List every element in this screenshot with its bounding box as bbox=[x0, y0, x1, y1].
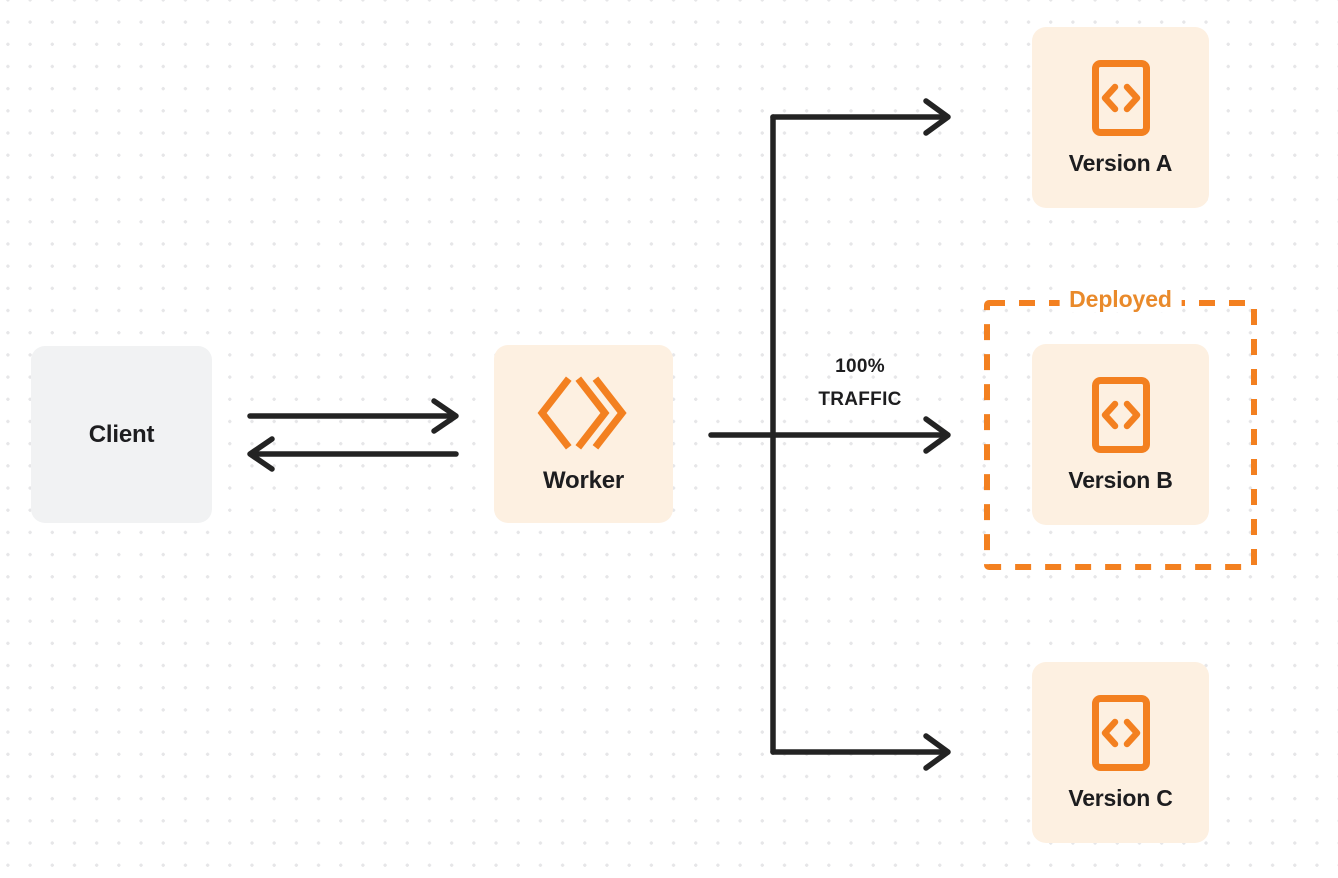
node-version-b[interactable]: Version B bbox=[1032, 344, 1209, 525]
arrow-worker-to-version-c bbox=[770, 733, 951, 771]
traffic-percent-value: 100% bbox=[835, 356, 885, 377]
traffic-percentage-label: 100% TRAFFIC bbox=[790, 350, 930, 416]
cloudflare-workers-logo-icon bbox=[536, 373, 632, 453]
node-client[interactable]: Client bbox=[31, 346, 212, 523]
arrow-worker-to-version-b bbox=[708, 416, 951, 454]
node-version-c[interactable]: Version C bbox=[1032, 662, 1209, 843]
node-client-label: Client bbox=[88, 420, 155, 448]
node-version-c-label: Version C bbox=[1068, 784, 1173, 811]
arrow-client-to-worker bbox=[247, 398, 459, 434]
node-worker[interactable]: Worker bbox=[494, 345, 673, 523]
code-brackets-icon bbox=[1091, 694, 1151, 772]
code-brackets-icon bbox=[1091, 376, 1151, 454]
node-version-b-label: Version B bbox=[1068, 466, 1173, 493]
deployed-group-label: Deployed bbox=[1059, 286, 1182, 312]
node-worker-label: Worker bbox=[542, 467, 625, 494]
code-brackets-icon bbox=[1091, 59, 1151, 137]
arrow-worker-to-client bbox=[247, 436, 459, 472]
node-version-a-label: Version A bbox=[1068, 149, 1173, 176]
node-version-a[interactable]: Version A bbox=[1032, 27, 1209, 208]
arrow-worker-to-version-a bbox=[770, 98, 951, 136]
traffic-word-label: TRAFFIC bbox=[818, 389, 902, 410]
